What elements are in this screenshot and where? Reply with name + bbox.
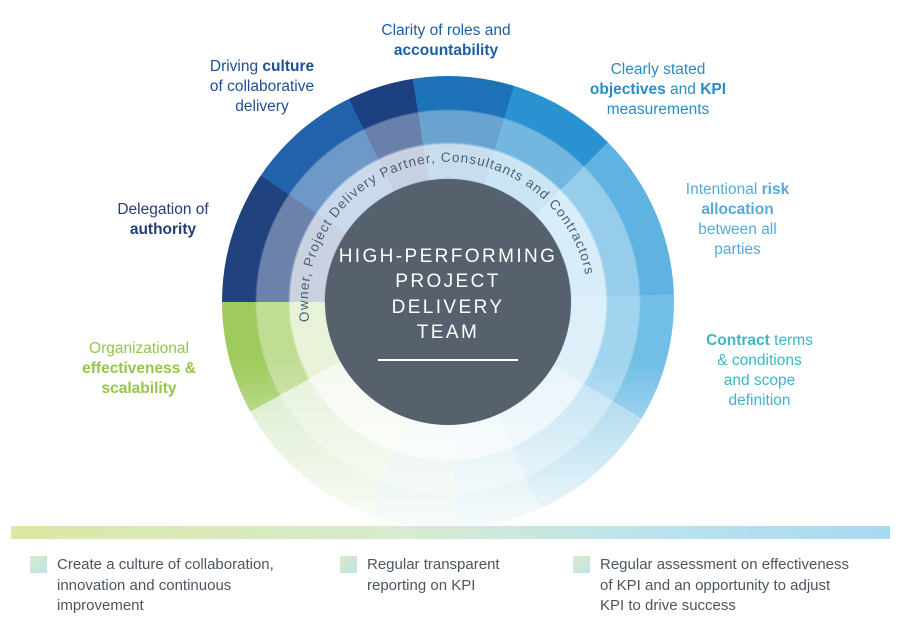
legend-text: Create a culture of collaboration, innov… [57,555,274,617]
legend-line: innovation and continuous [57,576,232,594]
center-title-line: TEAM [416,322,480,343]
legend-item: Regular transparent reporting on KPI [340,555,500,596]
legend-swatch [30,556,47,573]
center-title-line: HIGH-PERFORMING [338,245,558,267]
legend-item: Regular assessment on effectiveness of K… [573,555,849,617]
label-clearly-stated-objectives: Clearly stated objectives and KPI measur… [573,60,743,120]
center-circle: HIGH-PERFORMING PROJECT DELIVERY TEAM [325,179,571,425]
legend-line: Regular assessment on effectiveness [600,556,850,573]
label-text: and scope [723,372,796,389]
legend-line: Regular transparent [367,556,500,573]
label-organizational-effectiveness: Organizational effectiveness & scalabili… [58,339,220,399]
label-text: Delegation of [117,201,209,218]
legend-line: Create a culture of collaboration, [57,556,274,573]
label-text: Driving [209,58,263,75]
center-title-line: PROJECT [395,271,501,292]
label-contract-terms: Contract terms & conditions and scope de… [697,331,822,411]
baseline-bar [11,526,890,539]
label-driving-culture: Driving culture of collaborative deliver… [178,57,346,117]
legend-text: Regular transparent reporting on KPI [367,555,500,596]
label-text: between all [698,221,777,238]
label-text: effectiveness & [82,360,196,377]
legend-item: Create a culture of collaboration, innov… [30,555,274,617]
label-intentional-risk-allocation: Intentional risk allocation between all … [675,180,800,260]
label-text: parties [714,241,761,258]
label-text: accountability [393,42,499,59]
label-text: authority [129,221,197,238]
legend-line: KPI to drive success [600,597,736,614]
legend-line: of KPI and an opportunity to adjust [600,576,831,594]
legend-line: improvement [57,597,144,614]
center-underline [378,358,518,361]
label-text: and [665,81,701,98]
label-text: definition [728,392,791,409]
label-text: of collaborative [209,78,315,95]
label-text: allocation [701,201,774,218]
label-clarity-of-roles: Clarity of roles and accountability [330,21,562,61]
legend-swatch [340,556,357,573]
legend-text: Regular assessment on effectiveness of K… [600,555,849,617]
label-text: Clearly stated [610,61,706,78]
label-text: measurements [606,101,710,118]
label-delegation-of-authority: Delegation of authority [83,200,243,240]
label-text: delivery [235,98,289,115]
label-text: & conditions [717,352,802,369]
label-text: culture [262,58,315,75]
label-text: Clarity of roles and [381,22,511,39]
label-text: risk [761,181,790,198]
label-text: terms [769,332,813,349]
legend-line: reporting on KPI [367,576,476,594]
label-text: KPI [700,81,727,98]
label-text: objectives [589,81,666,98]
center-title-line: DELIVERY [391,296,505,318]
donut-diagram: Owner, Project Delivery Partner, Consult… [222,76,674,528]
legend-swatch [573,556,590,573]
label-text: Intentional [685,181,762,198]
label-text: Organizational [89,340,189,357]
label-text: Contract [706,332,770,349]
label-text: scalability [101,380,177,397]
